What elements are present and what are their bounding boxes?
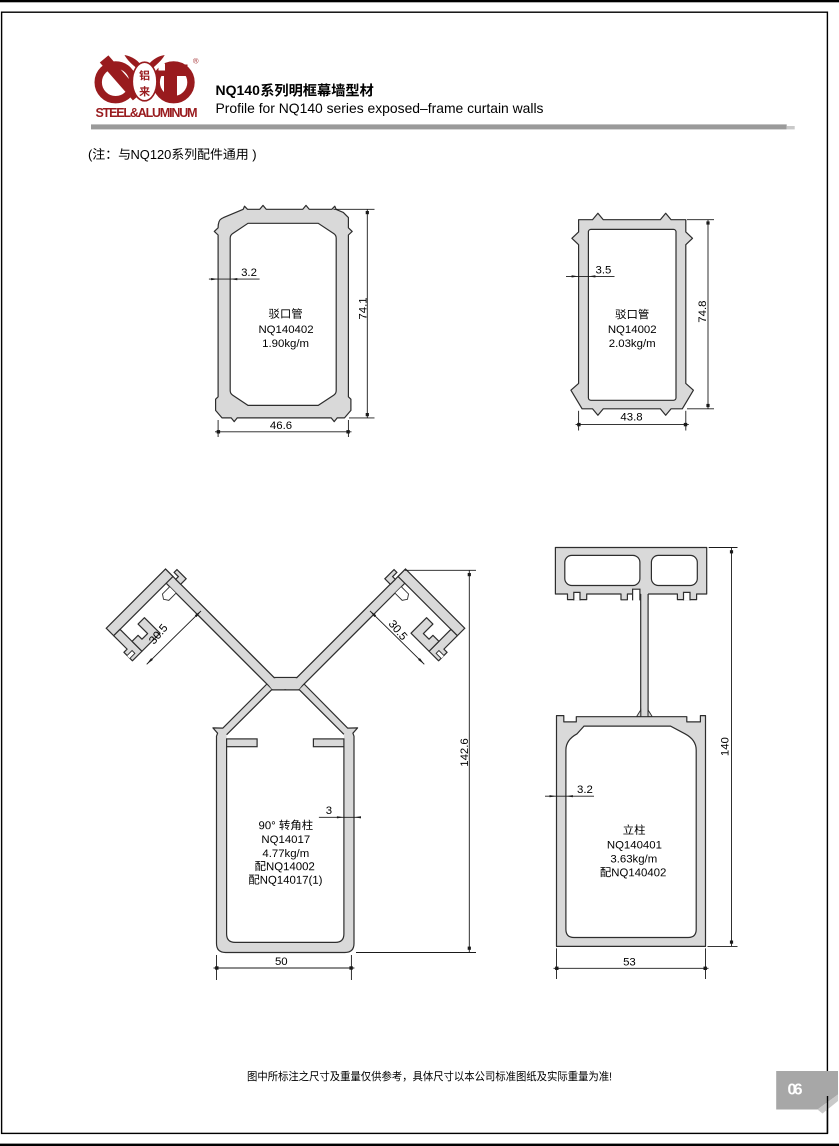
svg-text:1.90kg/m: 1.90kg/m — [262, 338, 309, 350]
svg-text:3: 3 — [326, 805, 332, 817]
svg-text:NQ140401: NQ140401 — [607, 839, 662, 851]
svg-text:2.03kg/m: 2.03kg/m — [609, 338, 656, 350]
svg-text:NQ140: NQ140 — [216, 82, 261, 98]
svg-text:NQ14017: NQ14017 — [261, 834, 310, 846]
svg-text:50: 50 — [275, 956, 288, 968]
svg-text:NQ120: NQ120 — [131, 147, 172, 162]
svg-text:®: ® — [193, 57, 199, 66]
svg-text:NQ140402: NQ140402 — [258, 324, 313, 336]
svg-text:NQ14002: NQ14002 — [608, 324, 657, 336]
svg-text:3.2: 3.2 — [577, 784, 593, 796]
svg-text:53: 53 — [623, 957, 636, 969]
svg-text:4.77kg/m: 4.77kg/m — [262, 848, 309, 860]
svg-text:142.6: 142.6 — [459, 738, 471, 767]
svg-text:74.1: 74.1 — [357, 297, 369, 319]
svg-text:74.8: 74.8 — [697, 301, 709, 323]
svg-text:3.63kg/m: 3.63kg/m — [610, 854, 657, 866]
svg-text:3.5: 3.5 — [596, 264, 612, 276]
svg-text:3.2: 3.2 — [241, 267, 257, 279]
svg-text:46.6: 46.6 — [270, 420, 292, 432]
svg-text:140: 140 — [719, 737, 731, 756]
svg-text:43.8: 43.8 — [620, 411, 642, 423]
svg-text:06: 06 — [788, 1081, 803, 1098]
svg-text:STEEL&ALUMINUM: STEEL&ALUMINUM — [96, 106, 198, 120]
svg-text:Profile for NQ140 series expos: Profile for NQ140 series exposed–frame c… — [216, 100, 544, 116]
